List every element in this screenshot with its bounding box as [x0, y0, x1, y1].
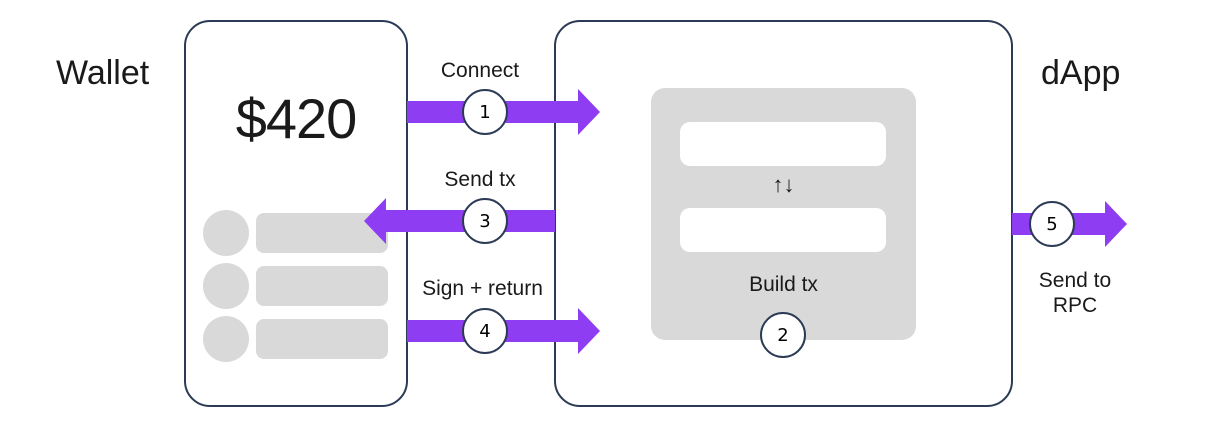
wallet-row-avatar: [203, 316, 249, 362]
step-label-connect: Connect: [440, 59, 520, 82]
step-badge-4: 4: [462, 308, 508, 354]
step-badge-3: 3: [462, 198, 508, 244]
wallet-title: Wallet: [56, 54, 150, 92]
arrow-send-tx: [364, 198, 555, 244]
input-field-top: [680, 122, 886, 166]
step-number-5: 5: [1046, 214, 1057, 235]
wallet-row-bar: [256, 319, 388, 359]
step-label-send-rpc: Send to RPC: [1013, 268, 1137, 318]
step-badge-2: 2: [760, 312, 806, 358]
rpc-label-line-1: Send to: [1038, 269, 1112, 292]
step-number-1: 1: [479, 102, 490, 123]
wallet-balance: $420: [235, 87, 358, 150]
swap-arrows-icon: ↑↓: [772, 172, 795, 197]
step-number-2: 2: [777, 325, 788, 346]
wallet-row-avatar: [203, 263, 249, 309]
dapp-title: dApp: [1041, 54, 1121, 92]
step-label-send-tx: Send tx: [444, 168, 516, 191]
step-label-sign-return: Sign + return: [422, 277, 543, 300]
step-number-3: 3: [479, 211, 490, 232]
wallet-row-bar: [256, 266, 388, 306]
build-tx-label: Build tx: [749, 273, 818, 296]
rpc-label-line-2: RPC: [1052, 294, 1098, 318]
step-number-4: 4: [479, 321, 490, 342]
step-badge-5: 5: [1029, 201, 1075, 247]
wallet-row-avatar: [203, 210, 249, 256]
input-field-bottom: [680, 208, 886, 252]
step-badge-1: 1: [462, 89, 508, 135]
